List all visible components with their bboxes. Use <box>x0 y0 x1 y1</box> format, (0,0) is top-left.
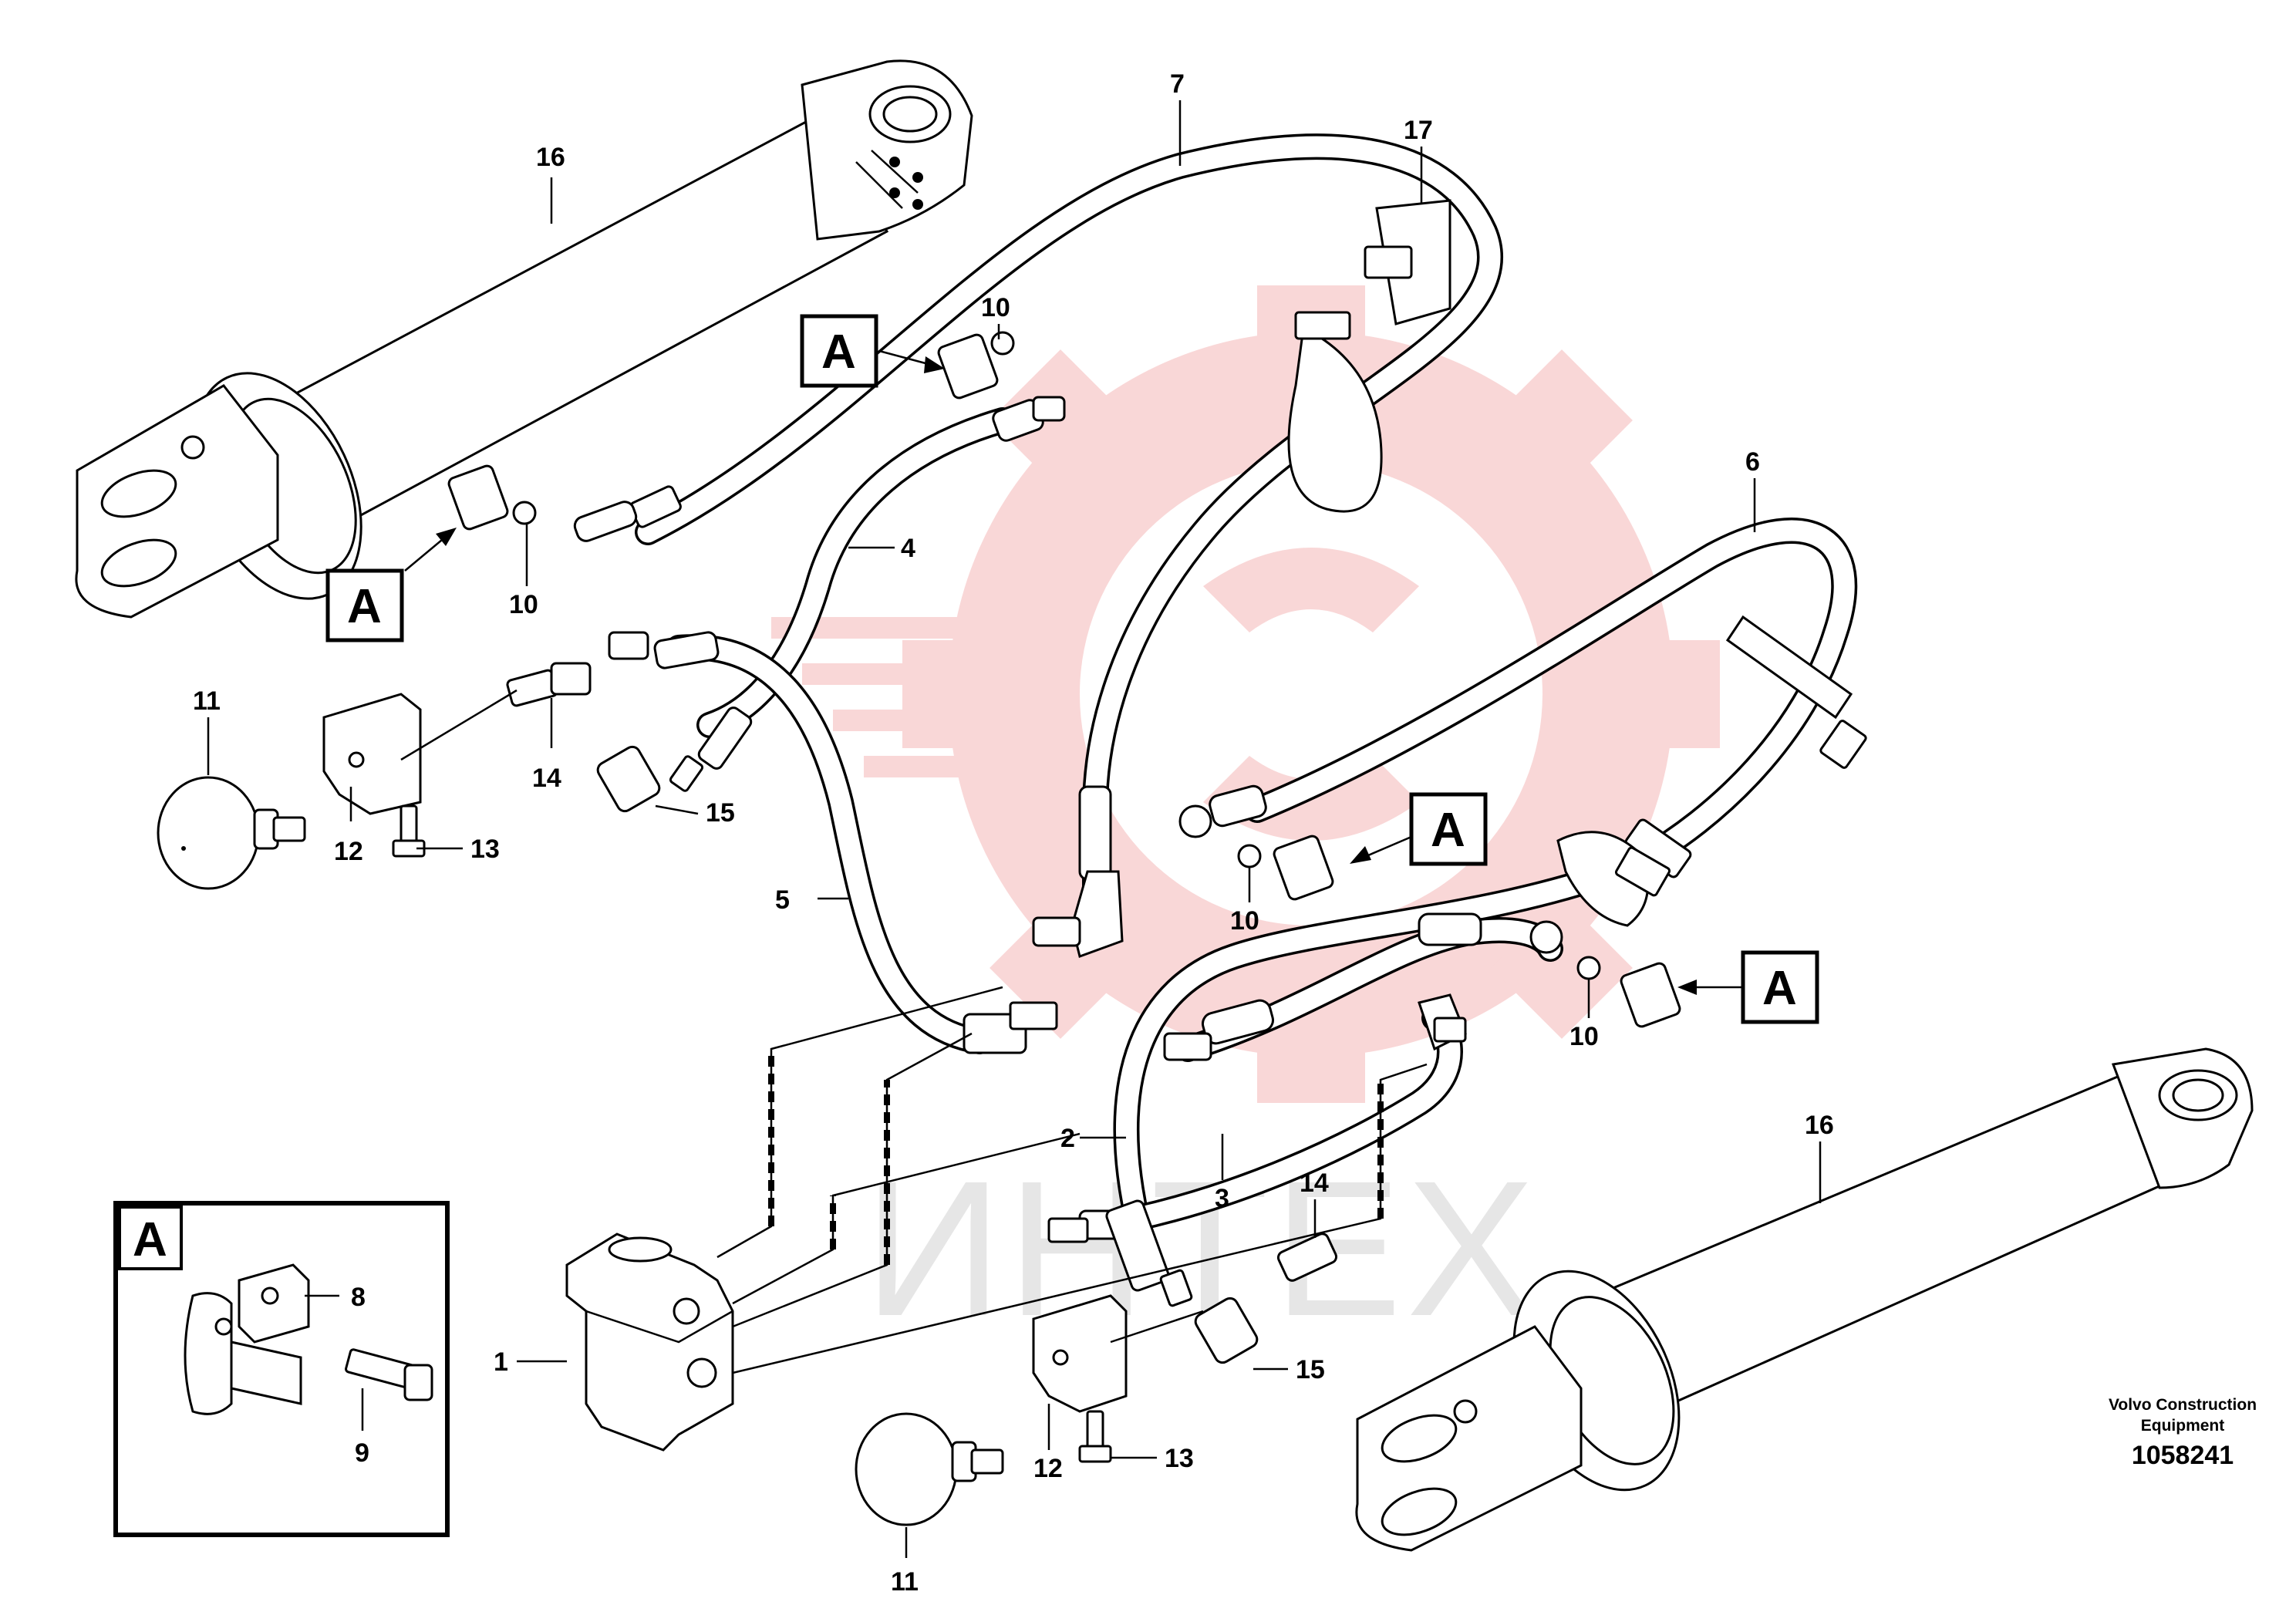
label-15-bottom: 15 <box>1296 1355 1325 1384</box>
callout-box-a-3: A <box>1409 792 1488 866</box>
svg-text:A: A <box>1431 804 1465 857</box>
credit-line-1: Volvo Construction <box>2109 1396 2257 1414</box>
label-3: 3 <box>1215 1184 1229 1213</box>
detail-box-a: A <box>113 1201 450 1537</box>
hose-6 <box>1113 518 1858 1216</box>
hose-3 <box>1082 1005 1463 1239</box>
hose-7 <box>635 133 1503 931</box>
label-2: 2 <box>1060 1124 1075 1153</box>
hose-clamp-17 <box>1287 199 1671 927</box>
label-10-top: 10 <box>981 293 1010 322</box>
credit-line-2: Equipment <box>2141 1417 2225 1435</box>
label-7: 7 <box>1170 69 1185 99</box>
label-1: 1 <box>494 1347 508 1377</box>
svg-text:A: A <box>1762 962 1797 1015</box>
hydraulic-cylinder-16-top <box>75 59 973 619</box>
hydraulic-cylinder-16-bottom <box>1355 1047 2254 1552</box>
bracket-12 <box>322 693 1128 1413</box>
label-13-left: 13 <box>470 835 500 864</box>
label-16-top: 16 <box>536 143 565 172</box>
flange-clamps <box>447 331 1681 1028</box>
label-11-left: 11 <box>193 686 221 716</box>
hose-fittings <box>573 396 1867 1307</box>
accumulator-11-left <box>157 776 306 890</box>
label-14-left: 14 <box>532 764 561 793</box>
label-10-center: 10 <box>1230 906 1259 936</box>
part-labels: 16 7 17 10 6 4 10 11 14 15 12 13 5 10 10… <box>193 69 1834 1597</box>
label-9: 9 <box>355 1438 369 1468</box>
label-4: 4 <box>901 534 915 563</box>
part-number: 1058241 <box>2132 1441 2234 1470</box>
svg-text:A: A <box>821 325 856 379</box>
pipe-connector-lines <box>716 986 1428 1374</box>
label-17: 17 <box>1404 116 1433 145</box>
label-12-bottom: 12 <box>1033 1454 1063 1483</box>
bolt-13 <box>392 804 1112 1463</box>
label-5: 5 <box>775 885 790 915</box>
label-12-left: 12 <box>334 837 363 866</box>
callout-box-a-1: A <box>800 314 878 388</box>
label-16-bottom: 16 <box>1805 1111 1834 1140</box>
watermark-gear-logo <box>771 285 1720 1103</box>
credit-block: Volvo Construction Equipment 1058241 <box>2109 1396 2257 1470</box>
label-13-bottom: 13 <box>1165 1444 1194 1473</box>
detail-box-title: A <box>133 1213 167 1266</box>
label-10-right: 10 <box>1569 1022 1599 1051</box>
hose-4 <box>696 407 1016 738</box>
callout-arrows <box>404 349 1743 995</box>
callout-box-a-4: A <box>1741 950 1819 1024</box>
accumulator-11-bottom <box>855 1412 1004 1526</box>
label-10-left: 10 <box>509 590 538 619</box>
fitting-14-15 <box>400 662 1338 1364</box>
callout-box-a-2: A <box>325 568 404 642</box>
label-6: 6 <box>1745 447 1760 477</box>
control-valve-1 <box>565 1233 734 1452</box>
label-15-left: 15 <box>706 798 735 828</box>
svg-text:A: A <box>347 580 382 633</box>
leader-lines <box>207 100 1822 1558</box>
hose-5 <box>666 634 993 1054</box>
label-11-bottom: 11 <box>891 1567 919 1597</box>
label-14-bottom: 14 <box>1300 1168 1329 1198</box>
label-8: 8 <box>351 1283 366 1312</box>
